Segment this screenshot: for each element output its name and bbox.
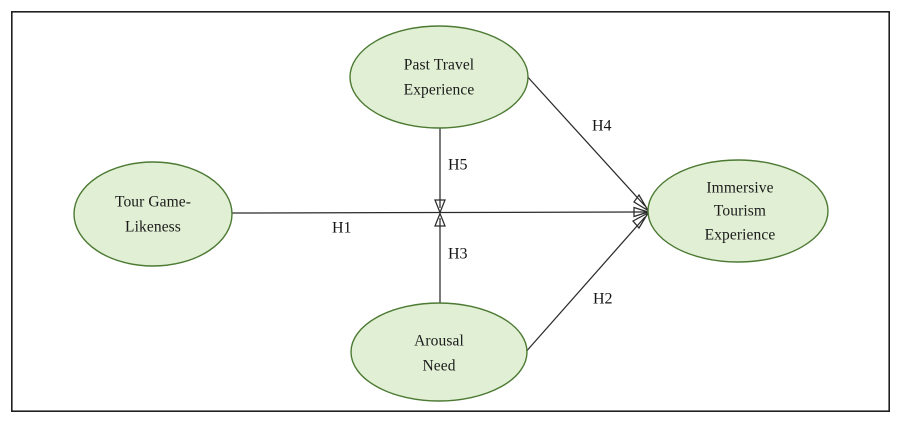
node-tour-game-likeness-label-line-1: Tour Game- (115, 194, 191, 211)
node-immersive-tourism-experience-shape[interactable] (647, 159, 829, 263)
edge-h2-arrowhead (632, 211, 650, 230)
node-past-travel-experience-label-line-2: Experience (404, 82, 475, 99)
node-tour-game-likeness-label-line-2: Likeness (125, 219, 181, 236)
hypothesis-label-h4: H4 (592, 118, 612, 135)
node-past-travel-experience-shape[interactable] (349, 25, 529, 129)
edge-h1-arrowhead (633, 206, 651, 218)
node-immersive-tourism-experience-label-line-1: Immersive (706, 180, 773, 197)
edge-h4-arrowhead (633, 193, 649, 212)
node-past-travel-experience-label-line-1: Past Travel (404, 57, 474, 74)
edge-h3-arrowhead (434, 211, 446, 227)
edge-h4-line (524, 73, 646, 207)
edge-h1 (231, 206, 651, 218)
node-immersive-tourism-experience[interactable]: Immersive Tourism Experience (647, 159, 829, 263)
hypothesis-label-h5: H5 (448, 157, 468, 174)
node-arousal-need-shape[interactable] (350, 302, 528, 402)
edge-h5-arrowhead (434, 199, 446, 215)
hypothesis-label-h1: H1 (332, 220, 352, 237)
edge-h1-line (231, 211, 647, 214)
node-tour-game-likeness-shape[interactable] (73, 161, 233, 267)
node-arousal-need-label-line-2: Need (422, 358, 455, 375)
edge-h4 (524, 73, 649, 212)
node-arousal-need[interactable]: Arousal Need (350, 302, 528, 402)
edge-h5 (434, 128, 446, 215)
node-arousal-need-label-line-1: Arousal (414, 333, 464, 350)
node-past-travel-experience[interactable]: Past Travel Experience (349, 25, 529, 129)
node-tour-game-likeness[interactable]: Tour Game- Likeness (73, 161, 233, 267)
edge-h2 (523, 211, 650, 355)
hypothesis-label-h2: H2 (593, 291, 613, 308)
node-immersive-tourism-experience-label-line-2: Tourism (714, 203, 766, 220)
edge-h2-line (523, 216, 646, 355)
edge-h3 (434, 211, 446, 303)
hypothesis-label-h3: H3 (448, 246, 468, 263)
node-immersive-tourism-experience-label-line-3: Experience (705, 227, 776, 244)
